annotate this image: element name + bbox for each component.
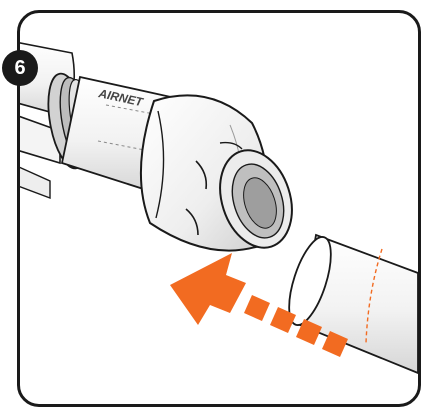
assembly-illustration: AIRNET	[20, 13, 418, 404]
instruction-panel: AIRNET	[17, 10, 421, 407]
union-nut	[141, 95, 304, 257]
step-number-badge: 6	[2, 50, 38, 86]
right-pipe	[281, 232, 418, 373]
